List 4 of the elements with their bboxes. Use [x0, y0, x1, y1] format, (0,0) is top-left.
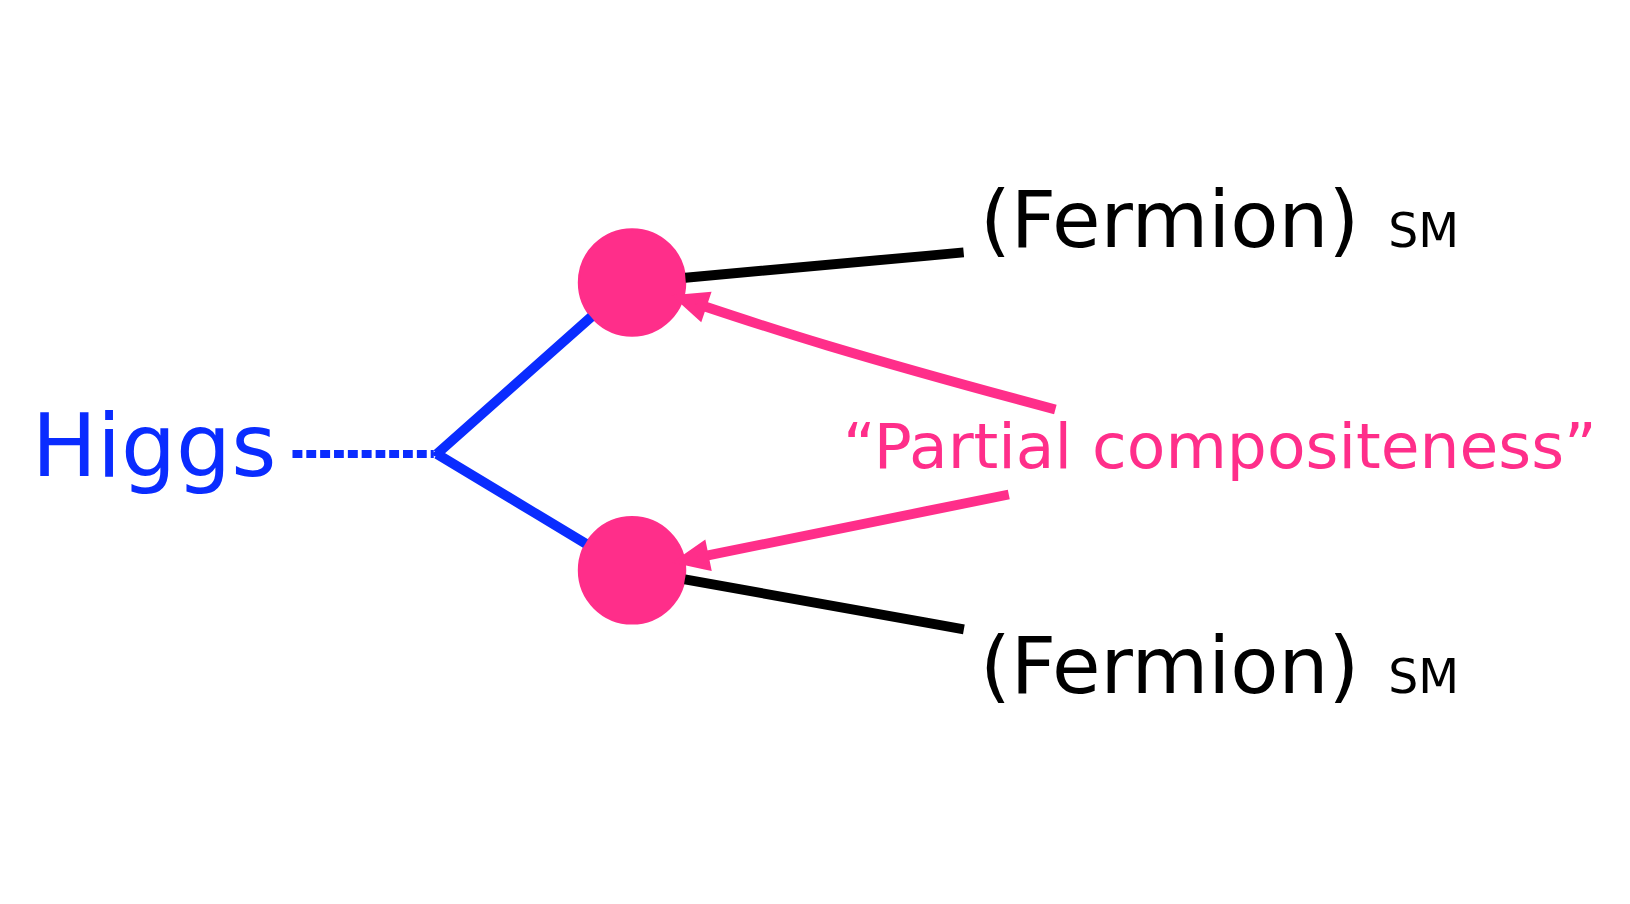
node-text: (Fermion) SM — [980, 173, 1460, 266]
node-text: “Partial compositeness” — [843, 408, 1597, 483]
node-text: Higgs — [31, 395, 277, 497]
node-text: (Fermion) SM — [980, 619, 1460, 712]
